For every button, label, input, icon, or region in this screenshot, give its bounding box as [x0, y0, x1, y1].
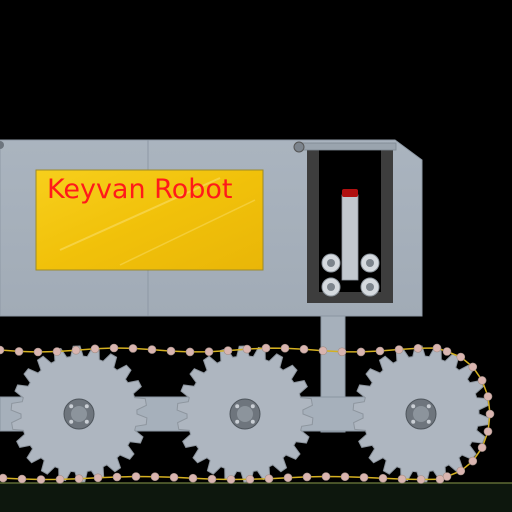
name-plate: Keyvan Robot	[35, 169, 264, 271]
track-pin	[468, 456, 478, 466]
track-pin	[483, 392, 493, 401]
track-pin	[71, 345, 81, 355]
track-pin	[264, 474, 274, 484]
track-pin	[17, 474, 27, 484]
track-pin	[356, 347, 366, 357]
track-pin	[0, 473, 8, 483]
track-pin	[128, 344, 138, 353]
track-pin	[416, 475, 426, 484]
track-pin	[131, 472, 141, 481]
track-pin	[435, 474, 445, 484]
track-pin	[74, 474, 84, 484]
track-pin	[150, 472, 160, 482]
track-pin	[302, 472, 312, 482]
track-pin	[283, 473, 293, 483]
track-pin	[245, 474, 255, 484]
track-pin	[36, 475, 46, 484]
track-pin	[477, 376, 487, 385]
track-pin	[375, 346, 385, 356]
piston	[341, 189, 359, 281]
track-pin	[397, 474, 407, 484]
track-pin	[477, 443, 487, 452]
track-pin	[340, 472, 350, 482]
track-pin	[33, 347, 43, 357]
track-pin	[456, 466, 466, 476]
track-pin	[226, 475, 236, 484]
track-pin	[109, 343, 119, 353]
track-pin	[0, 345, 5, 355]
track-pin	[188, 473, 198, 483]
track-pin	[55, 475, 65, 484]
drive-gear	[352, 345, 490, 483]
robot-name-label: Keyvan Robot	[47, 174, 232, 205]
track-pin	[242, 344, 252, 354]
track-pin	[318, 346, 328, 356]
track-pin	[378, 473, 388, 483]
track-pin	[456, 352, 466, 362]
track-pin	[52, 347, 62, 356]
track-pin	[359, 473, 369, 482]
track-pin	[147, 345, 157, 354]
drive-gear	[176, 345, 314, 483]
track-pin	[413, 343, 423, 353]
track-pin	[261, 343, 271, 353]
track-pin	[442, 347, 452, 356]
hull-bolt	[0, 141, 4, 149]
track-pin	[432, 343, 442, 353]
track-pin	[337, 347, 347, 357]
track-pin	[299, 344, 309, 354]
track-pin	[321, 472, 331, 481]
track-pin	[166, 346, 176, 356]
track-pin	[207, 474, 217, 484]
track-pin	[280, 343, 290, 353]
track-pin	[112, 472, 122, 482]
ground	[0, 483, 512, 512]
piston-rollers	[321, 253, 380, 297]
track-pin	[90, 344, 100, 354]
track-pin	[185, 347, 195, 357]
track-pin	[468, 362, 478, 372]
track-pin	[483, 427, 493, 436]
track-pin	[14, 347, 24, 356]
drive-gear	[10, 345, 148, 483]
arm-top-rod	[293, 141, 397, 153]
track-pin	[204, 347, 214, 357]
track-pin	[394, 345, 404, 354]
track-pin	[169, 472, 179, 482]
track-pin	[93, 473, 103, 483]
track-pin	[485, 409, 495, 419]
track-pin	[223, 346, 233, 355]
